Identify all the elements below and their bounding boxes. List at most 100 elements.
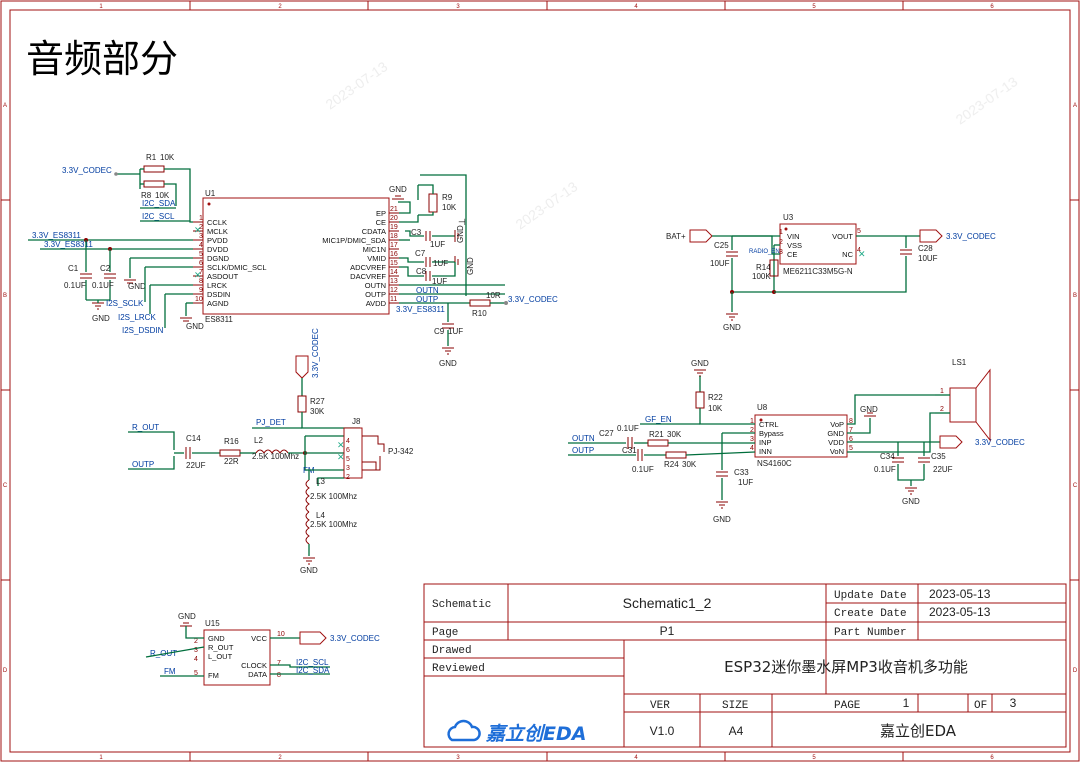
page-label: Page bbox=[432, 627, 458, 639]
c9-value: 1UF bbox=[448, 327, 463, 336]
col-label: 1 bbox=[99, 4, 103, 10]
pin-number: 1 bbox=[940, 388, 944, 395]
pin-number: 3 bbox=[199, 233, 203, 240]
net-port-codec[interactable] bbox=[919, 229, 943, 243]
c2-label: C2 bbox=[100, 264, 111, 273]
inductor-l4[interactable] bbox=[305, 511, 310, 545]
of-label: OF bbox=[974, 700, 987, 712]
net-port-codec[interactable] bbox=[299, 631, 327, 645]
no-connect-icon: ✕ bbox=[194, 225, 202, 235]
net-label: I2C_SCL bbox=[142, 212, 175, 221]
net-label: OUTN bbox=[416, 286, 439, 295]
gnd-label: GND bbox=[300, 566, 318, 575]
resistor-r8[interactable] bbox=[143, 180, 165, 188]
gnd-label: GND bbox=[466, 257, 475, 275]
es8311-chip[interactable] bbox=[202, 197, 390, 315]
pin-name: ASDOUT bbox=[207, 272, 239, 281]
net-label: OUTN bbox=[572, 434, 595, 443]
r21-value: 30K bbox=[667, 430, 682, 439]
amplifier-section: U8 NS4160C CTRL Bypass INP INN VoP GND V… bbox=[568, 358, 1025, 524]
pin-name: VoN bbox=[830, 447, 844, 456]
resistor-r1[interactable] bbox=[143, 165, 165, 173]
ver-label: VER bbox=[650, 700, 670, 712]
pin-number: 21 bbox=[390, 206, 398, 213]
jack-section: 3.3V_CODEC R27 30K PJ_DET R_OUT OUTP C14… bbox=[128, 328, 414, 575]
pin-number: 5 bbox=[857, 228, 861, 235]
drawed-label: Drawed bbox=[432, 645, 472, 657]
resistor-r27[interactable] bbox=[297, 395, 307, 413]
page-total: 3 bbox=[1010, 696, 1017, 710]
net-port-codec[interactable] bbox=[295, 355, 309, 379]
logo: 嘉立创EDA bbox=[447, 719, 586, 745]
pin-number: 4 bbox=[857, 247, 861, 254]
pin-name: CTRL bbox=[759, 420, 779, 429]
pin-number: 7 bbox=[849, 427, 853, 434]
pin-name: MIC1N bbox=[363, 245, 386, 254]
resistor-r21[interactable] bbox=[647, 439, 669, 447]
ldo-chip[interactable] bbox=[779, 223, 857, 265]
net-label: GF_EN bbox=[645, 415, 672, 424]
speaker-body[interactable] bbox=[949, 387, 977, 423]
net-port-codec[interactable] bbox=[939, 435, 963, 449]
title-block: Schematic Page Drawed Reviewed Update Da… bbox=[423, 583, 1067, 748]
net-label: I2C_SDA bbox=[142, 199, 176, 208]
pin-name: DGND bbox=[207, 254, 230, 263]
resistor-r16[interactable] bbox=[219, 449, 241, 457]
amplifier-chip[interactable] bbox=[754, 414, 848, 458]
resistor-r24[interactable] bbox=[665, 451, 687, 459]
watermark-layer: 2023-07-13 2023-07-13 2023-07-13 bbox=[323, 58, 1021, 232]
col-label: 3 bbox=[456, 4, 460, 10]
c31-value: 0.1UF bbox=[632, 465, 654, 474]
pin-number: 1 bbox=[779, 229, 783, 236]
net-label: OUTP bbox=[132, 460, 154, 469]
watermark: 2023-07-13 bbox=[323, 58, 391, 112]
c14-value: 22UF bbox=[186, 461, 206, 470]
inductor-l3[interactable] bbox=[305, 479, 310, 513]
resistor-r10[interactable] bbox=[469, 299, 491, 307]
jack-part: PJ-342 bbox=[388, 447, 414, 456]
net-label: 3.3V_CODEC bbox=[946, 232, 996, 241]
col-label: 1 bbox=[99, 755, 103, 761]
c27-label: C27 bbox=[599, 429, 614, 438]
gnd-label: GND bbox=[92, 314, 110, 323]
pin-name: NC bbox=[842, 250, 853, 259]
no-connect-icon: ✕ bbox=[337, 440, 345, 450]
c33-label: C33 bbox=[734, 468, 749, 477]
pin-name: VCC bbox=[251, 634, 267, 643]
pin-number: 1 bbox=[750, 418, 754, 425]
jack-body[interactable] bbox=[343, 427, 363, 479]
jack-designator: J8 bbox=[352, 417, 361, 426]
c2-value: 0.1UF bbox=[92, 281, 114, 290]
resistor-r22[interactable] bbox=[695, 391, 705, 409]
pin-name: VoP bbox=[830, 420, 844, 429]
pin-name: DACVREF bbox=[350, 272, 386, 281]
gnd-label: GND bbox=[186, 322, 204, 331]
net-port-bat[interactable] bbox=[689, 229, 713, 243]
c14-label: C14 bbox=[186, 434, 201, 443]
ground-symbol bbox=[92, 302, 104, 310]
net-label: BAT+ bbox=[666, 232, 686, 241]
pin-name: PVDD bbox=[207, 236, 228, 245]
r27-value: 30K bbox=[310, 407, 325, 416]
l3-value: 2.5K 100Mhz bbox=[310, 492, 357, 501]
gnd-label: GND bbox=[456, 225, 465, 243]
col-label: 5 bbox=[812, 4, 816, 10]
pin-number: 15 bbox=[390, 260, 398, 267]
gnd-label: GND bbox=[723, 323, 741, 332]
company-name: 嘉立创EDA bbox=[880, 722, 957, 740]
radio-module[interactable] bbox=[203, 629, 271, 686]
col-label: 6 bbox=[990, 4, 994, 10]
resistor-r9[interactable] bbox=[428, 193, 438, 213]
net-label: 3.3V_ES8311 bbox=[396, 305, 445, 314]
c3-value: 1UF bbox=[430, 240, 445, 249]
pin-name: VOUT bbox=[832, 232, 853, 241]
pin-number: 13 bbox=[390, 278, 398, 285]
resistor-r14[interactable] bbox=[769, 259, 779, 277]
col-label: 5 bbox=[812, 755, 816, 761]
inductor-l2[interactable] bbox=[255, 449, 289, 454]
